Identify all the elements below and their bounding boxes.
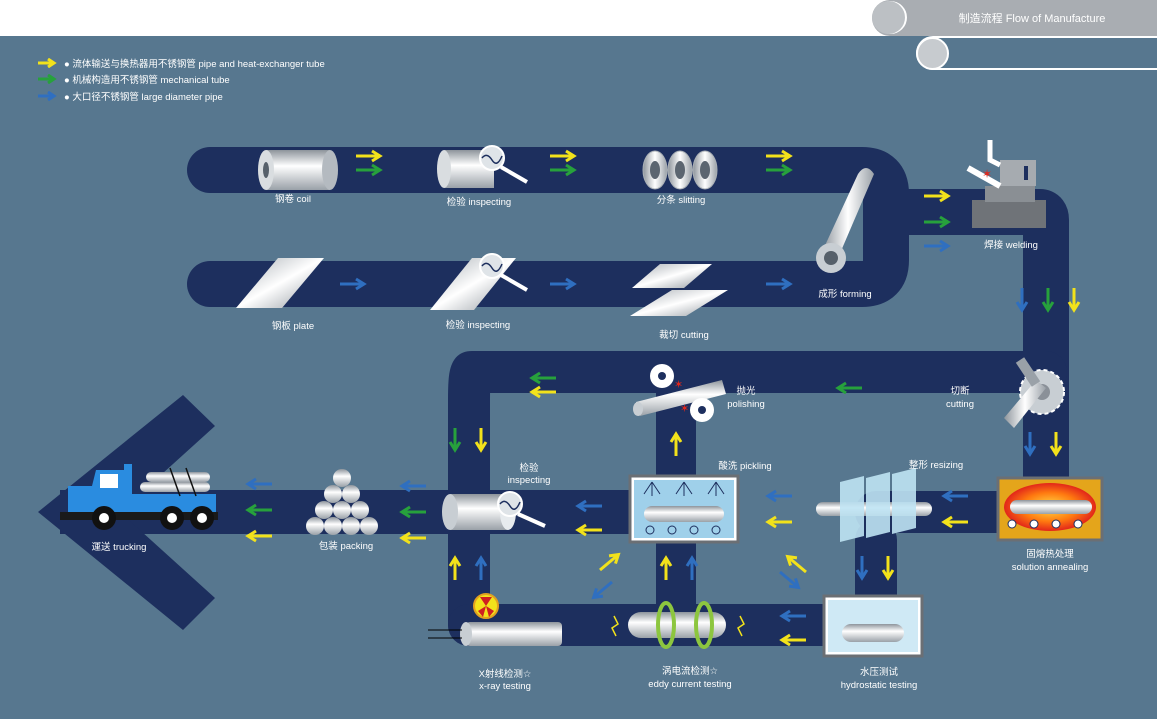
label-hydro-en: hydrostatic testing <box>840 680 918 691</box>
label-forming: 成形 forming <box>818 289 872 300</box>
forming-icon <box>816 168 874 273</box>
label-eddy-cn: 涡电流检测☆ <box>661 666 719 677</box>
label-hydro-cn: 水压测试 <box>859 667 899 678</box>
sub-tab[interactable] <box>916 36 1157 70</box>
label-inspecting3-cn: 检验 <box>519 463 539 474</box>
label-slitting: 分条 slitting <box>656 195 706 206</box>
header-title: 制造流程 Flow of Manufacture <box>958 13 1106 25</box>
label-xray-en: x-ray testing <box>479 681 531 692</box>
header-tab-circle-icon <box>872 1 905 34</box>
legend-item-mechanical: ● 机械构造用不锈钢管 mechanical tube <box>38 72 230 86</box>
svg-text:✶: ✶ <box>982 167 992 181</box>
label-pickling: 酸洗 pickling <box>718 461 772 472</box>
yellow-arrow-icon <box>38 58 57 68</box>
inspecting-coil-icon <box>437 145 528 188</box>
label-packing: 包装 packing <box>318 541 374 552</box>
truck-icon <box>60 464 218 530</box>
flow-arrows <box>245 149 1081 647</box>
coil-icon <box>258 150 338 190</box>
legend-item-large: ● 大口径不锈钢管 large diameter pipe <box>38 89 223 103</box>
label-polishing-en: polishing <box>727 399 765 410</box>
label-resizing: 整形 resizing <box>908 460 964 471</box>
label-inspecting2: 检验 inspecting <box>445 320 511 331</box>
label-cutting2-en: cutting <box>946 399 974 410</box>
annealing-furnace-icon <box>996 476 1104 542</box>
label-plate: 钢板 plate <box>271 321 315 332</box>
slitting-icon <box>642 150 718 190</box>
label-inspecting1: 检验 inspecting <box>446 197 512 208</box>
xray-icon <box>428 593 562 646</box>
label-xray-cn: X射线检测☆ <box>478 669 532 680</box>
hydrostatic-tank-icon <box>822 594 924 658</box>
legend-item-pipe: ● 流体输送与换热器用不锈钢管 pipe and heat-exchanger … <box>38 56 325 70</box>
label-cutting2-cn: 切断 <box>950 386 970 397</box>
svg-text:✶: ✶ <box>674 378 683 391</box>
svg-text:✶: ✶ <box>680 402 689 415</box>
label-coil: 钢卷 coil <box>275 194 311 205</box>
inspecting-plate-icon <box>430 253 528 310</box>
label-annealing-cn: 固熔热处理 <box>1026 549 1074 560</box>
header-tab[interactable] <box>872 0 1157 36</box>
label-annealing-en: solution annealing <box>1011 562 1089 573</box>
pickling-tank-icon <box>628 474 740 544</box>
green-arrow-icon <box>38 74 57 84</box>
label-inspecting3-en: inspecting <box>507 475 551 486</box>
label-welding: 焊接 welding <box>984 240 1038 251</box>
cut-plates-icon <box>630 264 728 316</box>
sub-tab-circle-icon <box>916 37 949 70</box>
label-trucking: 運送 trucking <box>91 542 147 553</box>
plate-icon <box>236 258 324 308</box>
inspecting-tube-icon <box>442 491 546 530</box>
conveyor-arrowhead <box>38 395 215 630</box>
label-eddy-en: eddy current testing <box>648 679 732 690</box>
blue-arrow-icon <box>38 91 57 101</box>
legend-text: ● 机械构造用不锈钢管 mechanical tube <box>64 75 230 86</box>
packing-icon <box>306 469 378 535</box>
eddy-current-icon <box>611 601 745 649</box>
legend-text: ● 流体输送与换热器用不锈钢管 pipe and heat-exchanger … <box>64 59 325 70</box>
conveyor-path <box>187 147 1069 646</box>
cutting-saw-icon <box>1004 357 1065 428</box>
resizing-icon <box>816 468 932 542</box>
label-cutting1: 裁切 cutting <box>659 330 709 341</box>
label-polishing-cn: 抛光 <box>736 386 756 397</box>
polishing-icon: ✶ ✶ <box>633 364 726 422</box>
welding-machine-icon: ✶ <box>966 140 1046 228</box>
legend-text: ● 大口径不锈钢管 large diameter pipe <box>64 92 223 103</box>
